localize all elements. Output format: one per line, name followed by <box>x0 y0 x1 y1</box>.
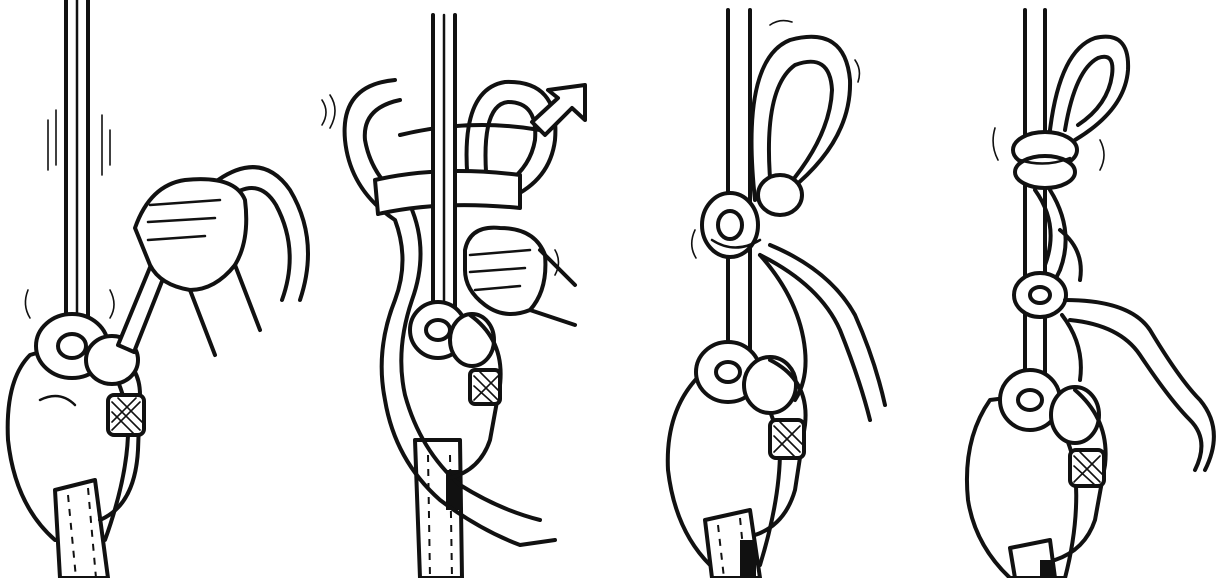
sling-3 <box>705 510 760 578</box>
top-loop-3 <box>752 37 851 200</box>
rope-loop-2 <box>410 302 494 366</box>
hand-1 <box>135 179 260 355</box>
standing-rope-4 <box>1025 10 1045 380</box>
step-3-panel <box>668 10 885 578</box>
step-2-panel <box>322 15 585 578</box>
crossing-band-2 <box>375 125 540 214</box>
step-1-panel <box>8 0 308 578</box>
standing-rope-2 <box>433 15 455 320</box>
standing-rope-1 <box>66 0 88 330</box>
lower-knot-4 <box>1014 273 1066 317</box>
upper-knot-4 <box>1013 132 1077 188</box>
standing-rope-3 <box>728 10 750 360</box>
step-4-panel <box>967 10 1214 578</box>
sling-4 <box>1010 540 1055 578</box>
knot-tails-4 <box>1062 300 1214 470</box>
top-loop-4 <box>1050 37 1128 140</box>
hand-2 <box>465 228 575 325</box>
